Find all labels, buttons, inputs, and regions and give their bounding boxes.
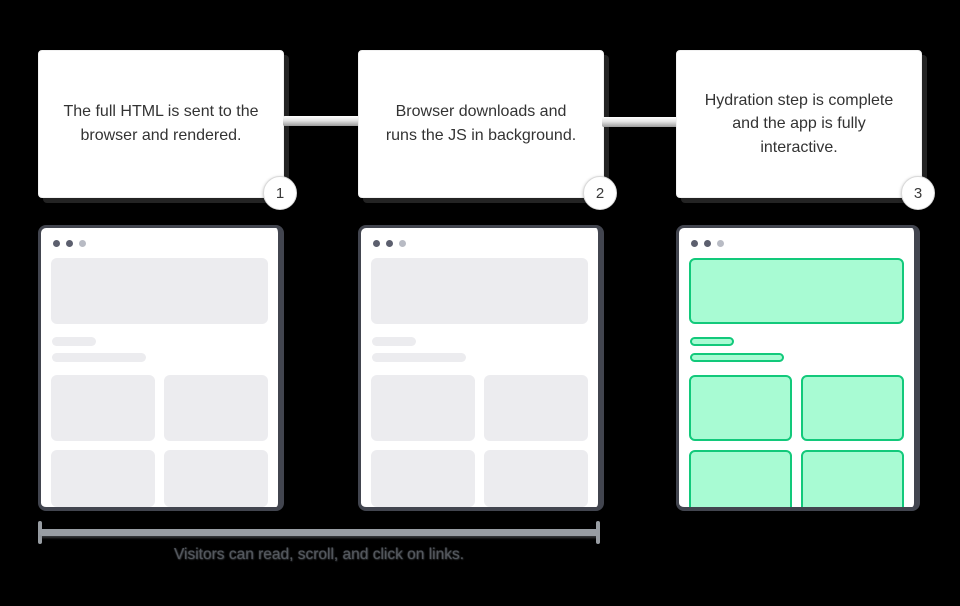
window-dot-icon — [691, 240, 698, 247]
connector-line — [283, 116, 360, 126]
hero-placeholder — [51, 258, 268, 324]
card-placeholder — [484, 450, 588, 507]
window-controls — [691, 240, 904, 247]
step-card-2: Browser downloads and runs the JS in bac… — [358, 50, 617, 210]
card-placeholder — [371, 450, 475, 507]
content-grid — [689, 375, 904, 507]
window-dot-icon — [66, 240, 73, 247]
card-placeholder — [164, 450, 268, 507]
card-placeholder-interactive — [801, 450, 904, 507]
window-controls — [373, 240, 588, 247]
bracket-line — [40, 529, 598, 536]
hero-placeholder — [371, 258, 588, 324]
text-line-placeholder — [372, 337, 416, 346]
card-placeholder — [164, 375, 268, 441]
window-dot-icon — [717, 240, 724, 247]
text-line-placeholder-interactive — [690, 353, 784, 362]
step-number-badge: 1 — [263, 176, 297, 210]
step-number-badge: 2 — [583, 176, 617, 210]
card-placeholder — [51, 450, 155, 507]
content-grid — [371, 375, 588, 507]
window-controls — [53, 240, 268, 247]
hero-placeholder-interactive — [689, 258, 904, 324]
window-dot-icon — [53, 240, 60, 247]
text-line-placeholder — [372, 353, 466, 362]
window-dot-icon — [79, 240, 86, 247]
text-line-placeholder — [52, 337, 96, 346]
content-grid — [51, 375, 268, 507]
window-dot-icon — [399, 240, 406, 247]
window-dot-icon — [386, 240, 393, 247]
step-text: Hydration step is complete and the app i… — [704, 91, 894, 156]
card-placeholder — [51, 375, 155, 441]
text-line-placeholder — [52, 353, 146, 362]
window-dot-icon — [704, 240, 711, 247]
step-text: Browser downloads and runs the JS in bac… — [385, 103, 577, 144]
browser-mockup-static-1 — [38, 225, 284, 511]
text-line-placeholder-interactive — [690, 337, 734, 346]
step-number-badge: 3 — [901, 176, 935, 210]
step-text: The full HTML is sent to the browser and… — [63, 103, 259, 144]
window-dot-icon — [373, 240, 380, 247]
step-card-1: The full HTML is sent to the browser and… — [38, 50, 297, 210]
card-placeholder — [484, 375, 588, 441]
card-placeholder — [371, 375, 475, 441]
step-card-3: Hydration step is complete and the app i… — [676, 50, 935, 210]
card-placeholder-interactive — [689, 375, 792, 441]
card-placeholder-interactive — [801, 375, 904, 441]
connector-line — [602, 117, 678, 127]
bracket-endcap — [596, 521, 600, 544]
browser-mockup-hydrated — [676, 225, 920, 511]
card-placeholder-interactive — [689, 450, 792, 507]
browser-mockup-static-2 — [358, 225, 604, 511]
bracket-caption: Visitors can read, scroll, and click on … — [173, 546, 465, 563]
